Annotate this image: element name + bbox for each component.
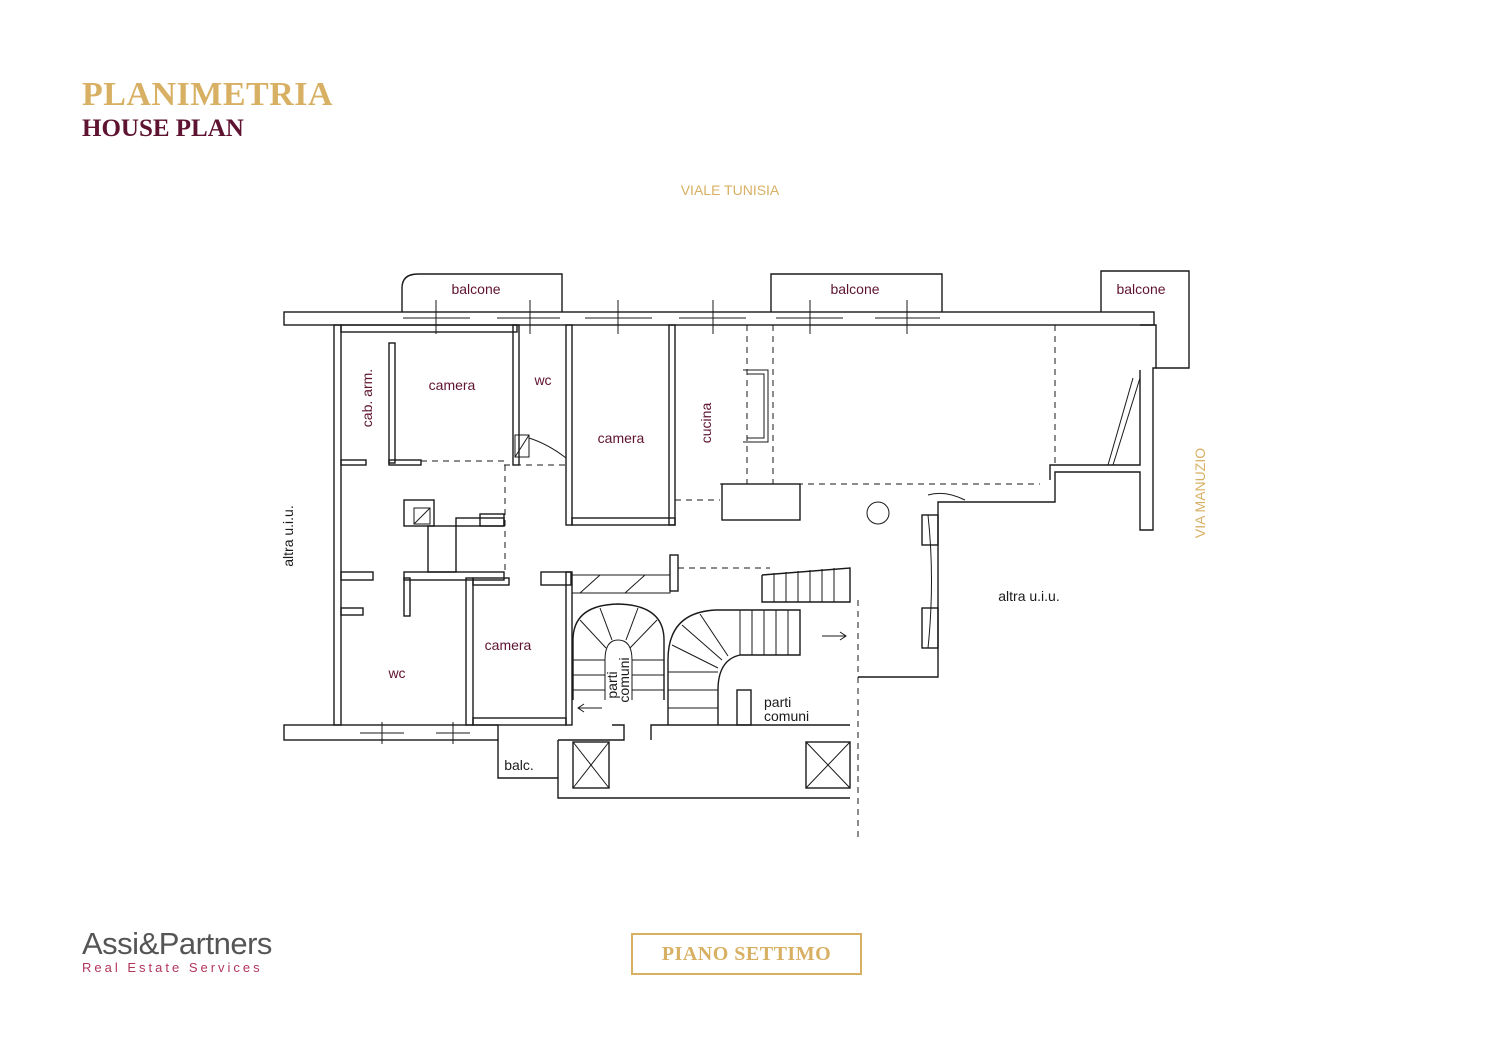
room-label-camera-1: camera [429,377,476,393]
brand-tagline: Real Estate Services [82,960,263,975]
label-altra-uiu-right: altra u.i.u. [998,588,1059,604]
room-label-balcone-3: balcone [1116,281,1165,297]
room-label-balcone-1: balcone [451,281,500,297]
page-title: PLANIMETRIA [82,76,334,113]
bottom-windows [360,722,470,744]
stairs-main [667,609,801,726]
label-parti-comuni-2-line1: parti [764,694,791,710]
outer-walls [283,324,1157,799]
brand-logo: Assi&Partners Real Estate Services [82,927,272,975]
floor-badge: PIANO SETTIMO [631,933,862,975]
label-altra-uiu-left: altra u.i.u. [280,505,296,566]
stairs-secondary [572,603,665,700]
stairs-upper [571,567,851,603]
interior-walls [340,324,939,726]
balcony-outlines [401,270,1190,369]
dashed-lines [421,325,1056,840]
arrow-markers [577,631,847,713]
room-label-cab-arm: cab. arm. [359,369,375,427]
room-label-camera-3: camera [485,637,532,653]
page-subtitle: HOUSE PLAN [82,115,244,142]
room-label-camera-2: camera [598,430,645,446]
room-label-balcone-2: balcone [830,281,879,297]
fixtures [413,369,1141,649]
label-parti-comuni-2-line2: comuni [764,708,809,724]
room-label-balc: balc. [504,757,534,773]
street-label-east: VIA MANUZIO [1192,448,1208,538]
brand-name: Assi&Partners [82,926,272,961]
label-parti-comuni-1-line1: parti [604,671,620,698]
facade-wall [283,300,1155,334]
street-label-north: VIALE TUNISIA [681,182,780,198]
room-label-wc-2: wc [387,665,405,681]
lift-shafts [572,741,851,789]
room-label-cucina: cucina [698,403,714,444]
room-label-wc-1: wc [533,372,551,388]
label-parti-comuni-1-line2: comuni [616,657,632,702]
